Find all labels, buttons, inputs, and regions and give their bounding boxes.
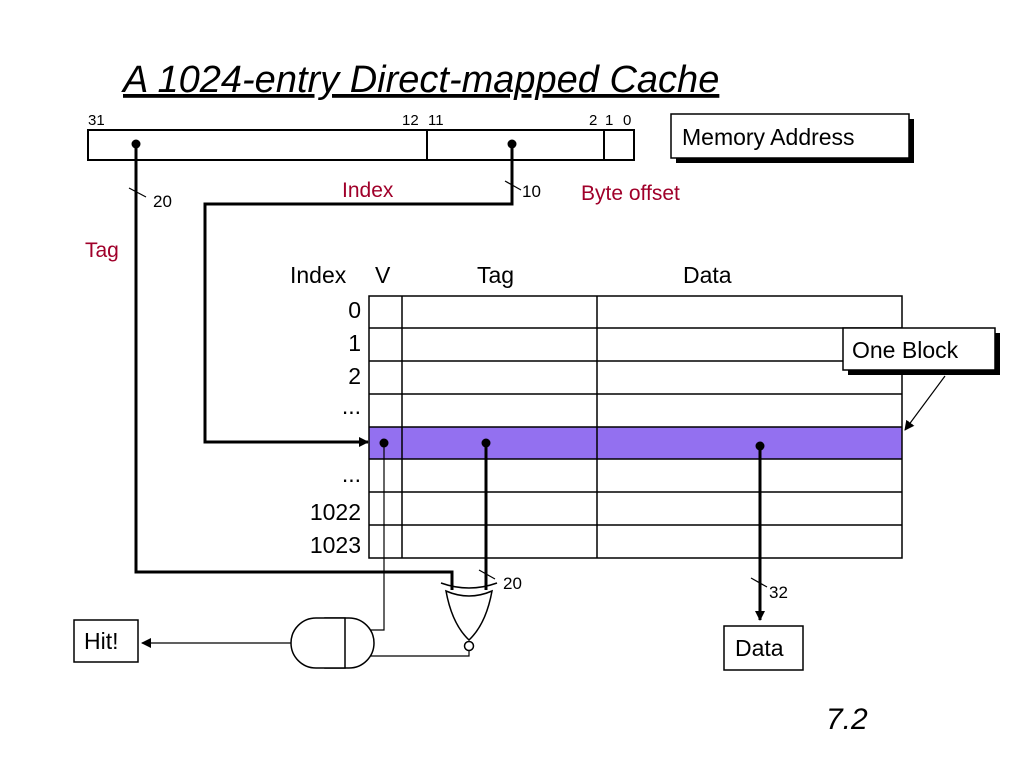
address-register: 31 12 11 2 1 0 <box>87 112 635 161</box>
row-index-label: 1023 <box>310 532 361 558</box>
header-valid: V <box>375 262 391 288</box>
header-index: Index <box>290 262 347 288</box>
row-index-label: ... <box>342 461 361 487</box>
page-title: A 1024-entry Direct-mapped Cache <box>121 59 719 101</box>
index-bus-slash <box>504 180 522 191</box>
bit-label-2: 2 <box>589 112 597 129</box>
compare-to-and-wire <box>345 651 470 657</box>
row-index-label: 1 <box>348 330 361 356</box>
xnor-gate <box>440 582 498 652</box>
bit-label-12: 12 <box>402 112 419 129</box>
hit-label: Hit! <box>84 628 119 654</box>
memory-address-box: Memory Address <box>670 113 914 163</box>
one-block-callout: One Block <box>842 327 1000 431</box>
byte-offset-label: Byte offset <box>581 182 680 205</box>
compare-bus-slash <box>478 569 496 580</box>
header-data: Data <box>683 262 732 288</box>
data-output-box: Data <box>723 625 804 671</box>
tag-bus-slash <box>128 187 147 198</box>
tag-wire <box>134 144 454 590</box>
bit-label-1: 1 <box>605 112 613 129</box>
bit-label-0: 0 <box>623 112 631 129</box>
hit-output-box: Hit! <box>73 619 139 663</box>
row-index-label: 0 <box>348 297 361 323</box>
tag-bus-width: 20 <box>153 192 172 211</box>
index-bus-width: 10 <box>522 182 541 201</box>
data-bus-slash <box>750 577 768 588</box>
tag-field-label: Tag <box>85 239 119 262</box>
cache-table: Index V Tag Data 0 1 2 ... ... 1022 1023 <box>290 262 903 559</box>
slide-number: 7.2 <box>826 703 868 736</box>
index-wire <box>203 144 514 447</box>
index-field-label: Index <box>342 179 394 202</box>
memory-address-label: Memory Address <box>682 124 855 150</box>
bit-label-11: 11 <box>428 112 444 129</box>
header-tag: Tag <box>477 262 514 288</box>
row-index-label: 1022 <box>310 499 361 525</box>
one-block-label: One Block <box>852 337 959 363</box>
row-index-label: ... <box>342 393 361 419</box>
selected-row-highlight <box>369 427 902 459</box>
bit-label-31: 31 <box>88 112 105 129</box>
address-bar <box>87 129 635 161</box>
compare-bus-width: 20 <box>503 574 522 593</box>
one-block-pointer <box>904 375 946 431</box>
row-index-label: 2 <box>348 363 361 389</box>
data-bus-width: 32 <box>769 583 788 602</box>
data-output-label: Data <box>735 635 784 661</box>
